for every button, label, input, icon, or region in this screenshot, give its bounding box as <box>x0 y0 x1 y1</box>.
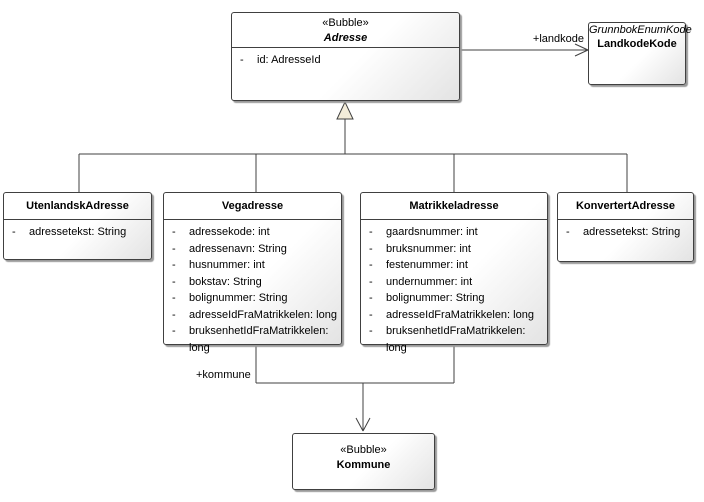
class-vegadresse[interactable]: Vegadresse - adressekode: int - adressen… <box>163 192 342 354</box>
class-adresse-attributes: - id: AdresseId <box>232 47 459 69</box>
attribute-text: bruksenhetIdFraMatrikkelen: long <box>189 325 329 354</box>
class-matrikkeladresse-attributes: - gaardsnummer: int - bruksnummer: int -… <box>361 219 547 356</box>
visibility-marker: - <box>369 242 373 255</box>
visibility-marker: - <box>369 308 373 321</box>
attribute-row: - gaardsnummer: int <box>361 224 547 241</box>
attribute-row: - festenummer: int <box>361 257 547 274</box>
visibility-marker: - <box>369 275 373 288</box>
attribute-row: - adressetekst: String <box>558 224 693 241</box>
class-kommune[interactable]: «Bubble» Kommune <box>292 433 435 490</box>
attribute-text: festenummer: int <box>386 259 468 271</box>
visibility-marker: - <box>172 308 176 321</box>
stereotype-label: «Bubble» <box>340 444 387 456</box>
attribute-text: adresseIdFraMatrikkelen: long <box>189 308 337 321</box>
attribute-row: - bolignummer: String <box>361 290 547 307</box>
attribute-text: bolignummer: String <box>386 292 485 304</box>
attribute-row: - adresseIdFraMatrikkelen: long <box>361 307 547 324</box>
attribute-text: bolignummer: String <box>189 292 288 304</box>
visibility-marker: - <box>172 259 176 271</box>
class-landkodekode[interactable]: GrunnbokEnumKode LandkodeKode <box>588 22 692 85</box>
attribute-row: - bokstav: String <box>164 274 341 291</box>
class-name: KonvertertAdresse <box>575 200 676 212</box>
class-kommune-header: «Bubble» Kommune <box>293 434 434 473</box>
stereotype-label: «Bubble» <box>322 17 369 29</box>
visibility-marker: - <box>172 242 176 255</box>
class-vegadresse-attributes: - adressekode: int - adressenavn: String… <box>164 219 341 356</box>
class-adresse[interactable]: «Bubble» Adresse - id: AdresseId <box>231 12 460 101</box>
attribute-row: - id: AdresseId <box>232 52 459 69</box>
attribute-row: - undernummer: int <box>361 274 547 291</box>
attribute-text: adressetekst: String <box>29 226 127 238</box>
attribute-text: husnummer: int <box>189 259 265 271</box>
class-konvertertadresse[interactable]: KonvertertAdresse - adressetekst: String <box>557 192 694 262</box>
class-konvertertadresse-attributes: - adressetekst: String <box>558 219 693 241</box>
attribute-row: - bruksenhetIdFraMatrikkelen: long <box>361 323 547 356</box>
parent-classifier-label: GrunnbokEnumKode <box>589 24 692 36</box>
class-matrikkeladresse[interactable]: Matrikkeladresse - gaardsnummer: int - b… <box>360 192 548 354</box>
attribute-row: - adressetekst: String <box>4 224 151 241</box>
attribute-row: - bruksenhetIdFraMatrikkelen: long <box>164 323 341 356</box>
class-landkodekode-header: GrunnbokEnumKode LandkodeKode <box>589 23 692 52</box>
visibility-marker: - <box>369 226 373 238</box>
attribute-row: - husnummer: int <box>164 257 341 274</box>
class-utenlandskadresse-attributes: - adressetekst: String <box>4 219 151 241</box>
attribute-row: - adressenavn: String <box>164 241 341 258</box>
class-adresse-header: «Bubble» Adresse <box>232 13 459 47</box>
class-name: UtenlandskAdresse <box>26 200 129 212</box>
class-name: Matrikkeladresse <box>409 200 499 212</box>
visibility-marker: - <box>566 226 570 238</box>
attribute-text: bruksnummer: int <box>386 242 471 255</box>
visibility-marker: - <box>369 325 373 337</box>
visibility-marker: - <box>172 325 176 337</box>
class-name: Vegadresse <box>221 200 284 212</box>
landkode-open-arrowhead-icon <box>574 43 589 57</box>
visibility-marker: - <box>240 54 244 66</box>
visibility-marker: - <box>369 292 373 304</box>
class-name: LandkodeKode <box>597 38 677 50</box>
attribute-text: adresseIdFraMatrikkelen: long <box>386 308 534 321</box>
attribute-text: gaardsnummer: int <box>386 226 478 238</box>
association-label-landkode: +landkode <box>532 33 584 45</box>
visibility-marker: - <box>12 226 16 238</box>
attribute-row: - adressekode: int <box>164 224 341 241</box>
attribute-text: adressekode: int <box>189 226 270 238</box>
visibility-marker: - <box>369 259 373 271</box>
visibility-marker: - <box>172 292 176 304</box>
kommune-open-arrowhead-icon <box>355 417 371 432</box>
visibility-marker: - <box>172 226 176 238</box>
attribute-text: bokstav: String <box>189 275 262 288</box>
attribute-text: id: AdresseId <box>257 54 321 66</box>
attribute-text: adressenavn: String <box>189 242 287 255</box>
class-name: Adresse <box>323 32 368 44</box>
attribute-text: adressetekst: String <box>583 226 681 238</box>
attribute-text: bruksenhetIdFraMatrikkelen: long <box>386 325 526 354</box>
attribute-row: - bruksnummer: int <box>361 241 547 258</box>
attribute-text: undernummer: int <box>386 275 473 288</box>
class-name: Kommune <box>336 459 391 471</box>
generalization-triangle-icon <box>336 100 354 120</box>
attribute-row: - adresseIdFraMatrikkelen: long <box>164 307 341 324</box>
attribute-row: - bolignummer: String <box>164 290 341 307</box>
visibility-marker: - <box>172 275 176 288</box>
association-label-kommune: +kommune <box>196 369 251 381</box>
class-utenlandskadresse[interactable]: UtenlandskAdresse - adressetekst: String <box>3 192 152 260</box>
